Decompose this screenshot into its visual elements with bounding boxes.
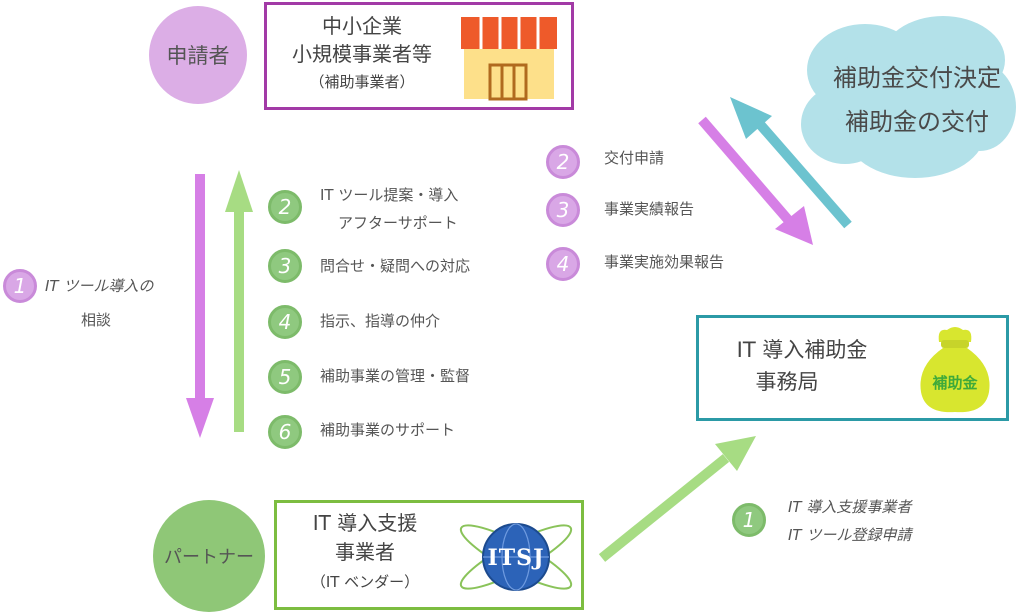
itsj-logo-text: ITSJ (487, 545, 545, 571)
vendor-subtitle: 事業者 (335, 540, 395, 564)
vendor-item-1-line-1: IT 導入支援事業者 (788, 498, 912, 516)
consult-label: IT ツール導入の 相談 (45, 274, 153, 332)
shop-icon (461, 17, 557, 101)
vendor-item-1: IT 導入支援事業者 IT ツール登録申請 (788, 495, 911, 547)
sme-subtitle: 小規模事業者等 (292, 42, 432, 66)
office-item-2: 交付申請 (604, 149, 665, 167)
partner-circle: パートナー (153, 500, 265, 612)
vendor-title: IT 導入支援 (312, 511, 418, 535)
partner-item-badge-3: 3 (268, 249, 302, 283)
office-subtitle: 事務局 (755, 370, 819, 394)
vendor-note: （IT ベンダー） (310, 573, 420, 591)
partner-item-4: 指示、指導の仲介 (320, 312, 441, 330)
applicant-label: 申請者 (166, 44, 230, 68)
office-item-badge-4: 4 (546, 247, 580, 281)
sme-note: （補助事業者） (309, 73, 415, 91)
cloud-shape (801, 16, 1016, 178)
partner-item-badge-2: 2 (268, 190, 302, 224)
itsj-globe-logo (459, 523, 573, 591)
partner-label: パートナー (164, 547, 254, 568)
partner-item-3: 問合せ・疑問への対応 (320, 257, 471, 275)
office-item-3: 事業実績報告 (604, 200, 695, 218)
office-title: IT 導入補助金 (736, 338, 868, 362)
money-bag-icon (920, 327, 990, 413)
sme-box: 中小企業 小規模事業者等 （補助事業者） (264, 2, 574, 110)
partner-item-badge-6: 6 (268, 415, 302, 449)
applicant-circle: 申請者 (149, 6, 247, 104)
office-item-badge-2: 2 (546, 145, 580, 179)
cloud-line-1: 補助金交付決定 (833, 64, 1001, 92)
office-item-badge-3: 3 (546, 193, 580, 227)
vendor-box: IT 導入支援 事業者 （IT ベンダー） ITSJ (274, 500, 584, 610)
cloud-text: 補助金交付決定 補助金の交付 (822, 56, 1012, 144)
partner-item-2-line-2: アフターサポート (338, 214, 458, 232)
partner-item-6: 補助事業のサポート (320, 421, 456, 439)
money-bag-label: 補助金 (932, 374, 978, 392)
office-item-4: 事業実施効果報告 (604, 253, 725, 271)
office-box: IT 導入補助金 事務局 補助金 (696, 315, 1009, 421)
partner-item-2: IT ツール提案・導入 アフターサポート (320, 183, 458, 235)
vendor-item-1-line-2: IT ツール登録申請 (788, 526, 912, 544)
consult-line-2: 相談 (81, 311, 112, 329)
consult-number-badge: 1 (3, 269, 37, 303)
partner-item-badge-5: 5 (268, 360, 302, 394)
arrow-sme-to-office (698, 116, 813, 245)
arrow-partner-to-applicant (225, 170, 253, 432)
arrow-office-to-sme (730, 97, 852, 229)
arrow-vendor-to-office (598, 436, 756, 562)
consult-line-1: IT ツール導入の (45, 277, 154, 295)
partner-item-5: 補助事業の管理・監督 (320, 367, 471, 385)
partner-item-2-line-1: IT ツール提案・導入 (320, 186, 459, 204)
cloud-line-2: 補助金の交付 (845, 108, 989, 136)
vendor-item-badge-1: 1 (732, 503, 766, 537)
sme-title: 中小企業 (322, 14, 402, 38)
arrow-applicant-to-partner (186, 174, 214, 438)
partner-item-badge-4: 4 (268, 305, 302, 339)
